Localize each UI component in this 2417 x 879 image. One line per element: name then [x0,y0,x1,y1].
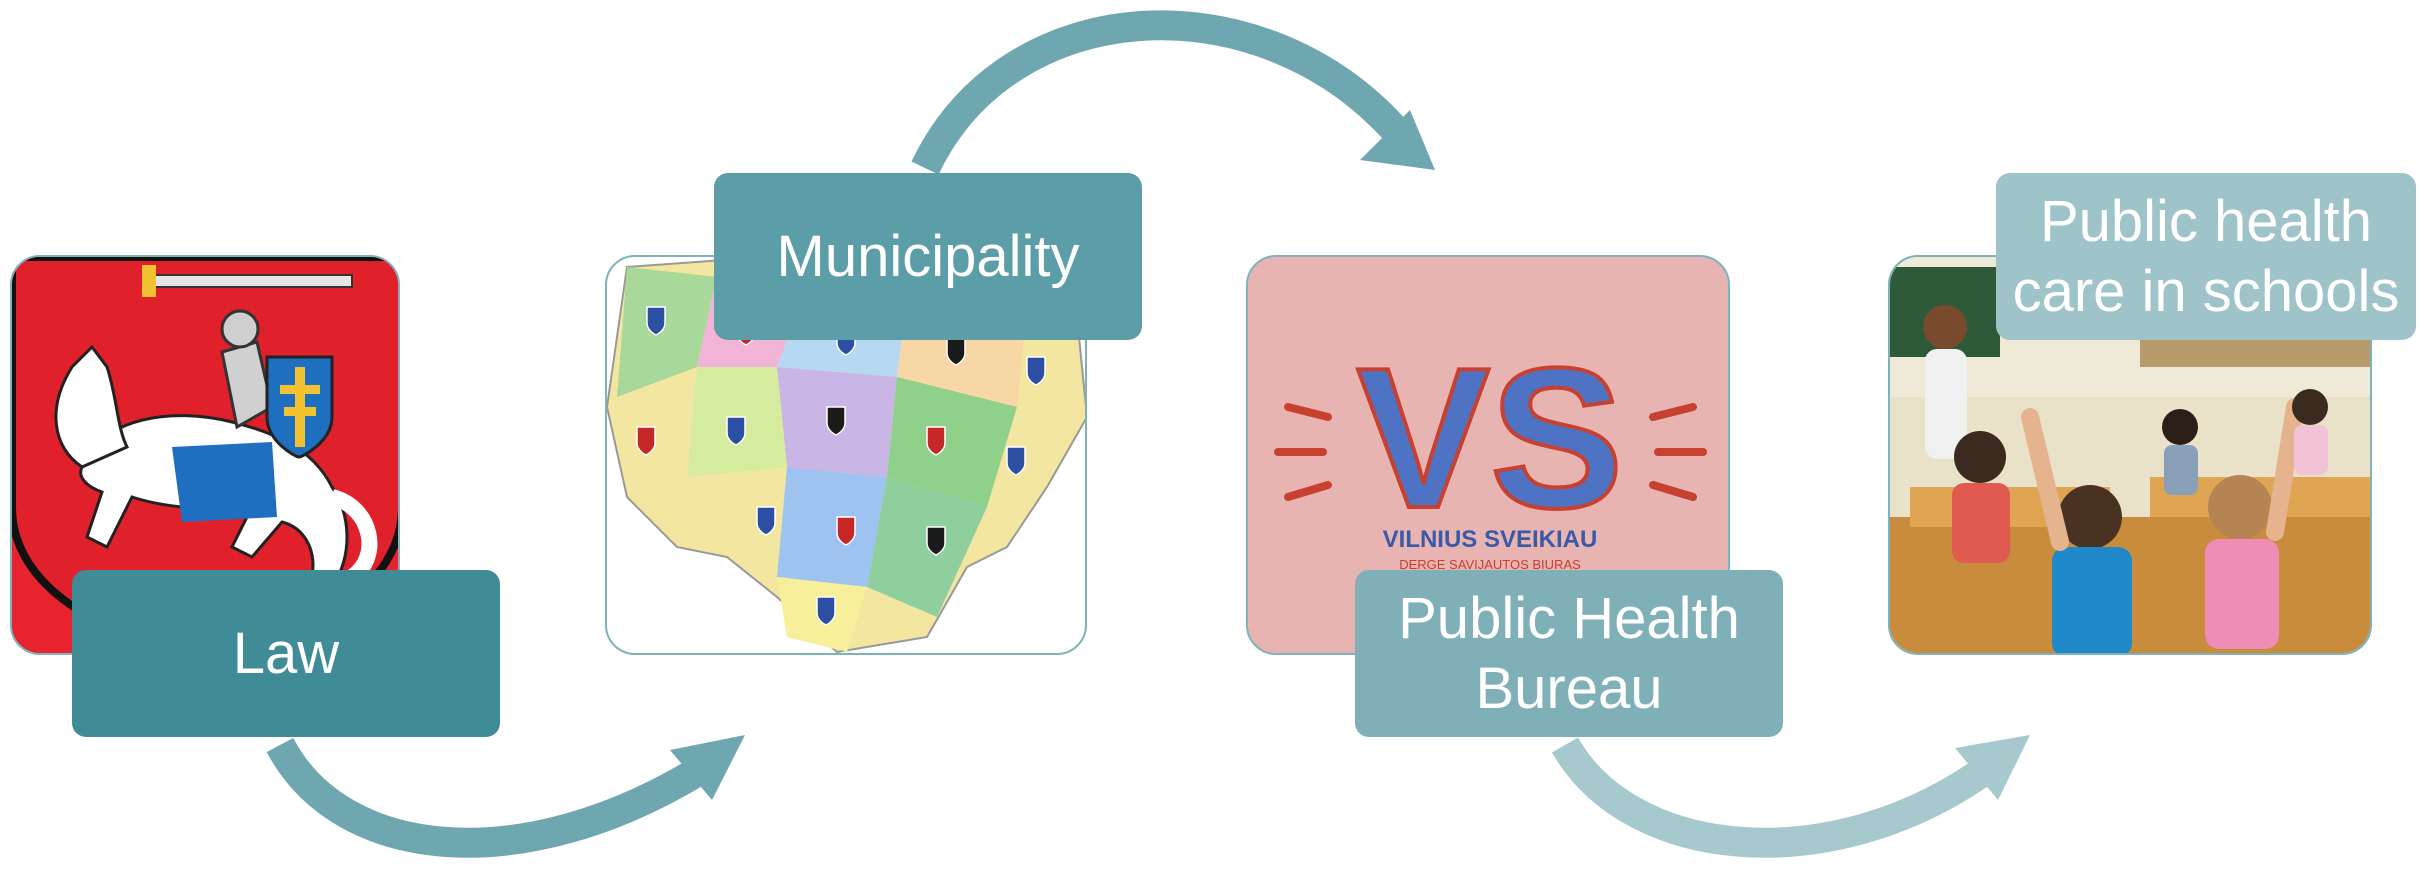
vs-logo-subcaption: DERGE SAVIJAUTOS BIURAS [1399,557,1581,572]
step-label-public-health-schools-text: Public health care in schools [2012,188,2400,324]
step-label-public-health-schools: Public health care in schools [1996,173,2416,340]
vs-logo-caption: VILNIUS SVEIKIAU [1383,526,1598,553]
coat-of-arms-image [10,255,400,655]
arrow-head-1 [670,735,745,800]
arrow-head-2 [1360,110,1435,170]
step-label-public-health-bureau: Public Health Bureau [1355,570,1783,737]
arrow-bureau-to-schools [1551,737,1994,858]
arrow-law-to-municipality [266,737,708,858]
arrow-head-3 [1955,735,2030,800]
step-label-law-text: Law [232,620,340,686]
vs-logo-text: VS [1357,327,1624,550]
vytis-knight-icon [12,257,398,653]
step-label-law: Law [72,570,500,737]
step-label-public-health-bureau-text: Public Health Bureau [1398,585,1740,721]
vs-logo-icon: VS VILNIUS SVEIKIAU DERGE SAVIJAUTOS BIU… [1274,325,1707,572]
step-label-municipality-text: Municipality [776,223,1080,289]
step-label-municipality: Municipality [714,173,1142,340]
arrow-municipality-to-bureau [911,10,1407,175]
